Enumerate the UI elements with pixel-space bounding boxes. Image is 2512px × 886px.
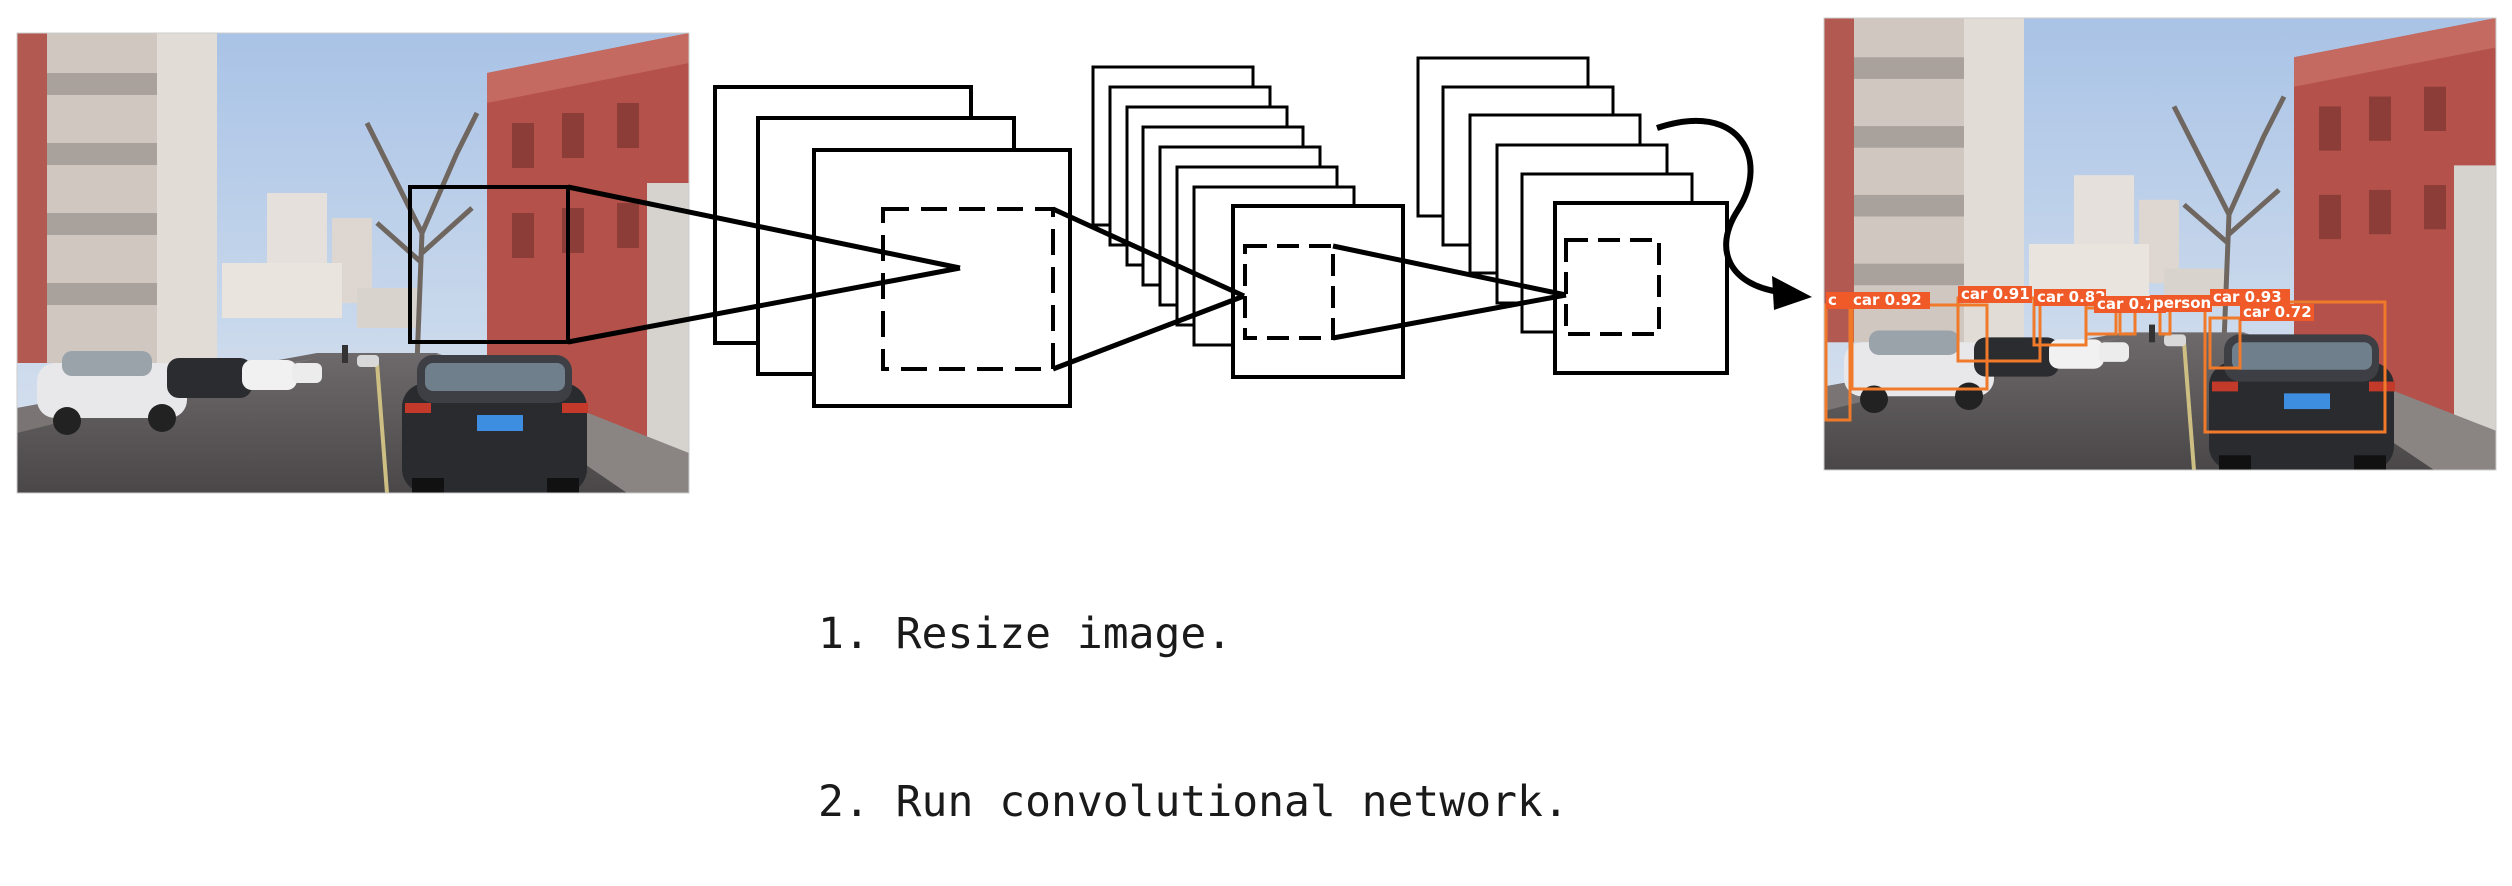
projection-lines-1 [567,184,961,345]
layer-group-3 [1416,56,1729,375]
input-selection-window [408,185,570,344]
detection-box [2208,316,2242,370]
output-arrowhead-icon [1772,276,1812,310]
detection-label: car 0.91 [1961,285,2030,303]
detection-label: car 0.92 [1853,291,1922,309]
pipeline-steps: 1. Resize image. 2. Run convolutional ne… [818,494,1718,886]
detection-label: person [2153,294,2211,312]
input-image [16,32,690,494]
detection-label: car 0.72 [2243,303,2312,321]
detection-label: car 0.77 [2097,295,2166,313]
layer2-dashed-window [1243,244,1335,340]
output-image [1823,17,2497,471]
layer-group-2 [1091,65,1405,379]
detection-label: car 0.82 [2037,288,2106,306]
detection-label-partial: c [1828,291,1837,309]
yolo-pipeline-diagram: c car 0.92 car 0.91 car 0.82 car 0.77 pe… [16,17,2497,494]
step-2-text: 2. Run convolutional network. [818,777,1569,827]
step-1-text: 1. Resize image. [818,609,1233,659]
output-arrow [1656,117,1781,295]
layer3-dashed-window [1564,238,1661,336]
projection-lines-2 [1051,206,1246,372]
layer-group-1 [713,85,1072,408]
projection-lines-3 [1332,243,1567,341]
detection-labels: c car 0.92 car 0.91 car 0.82 car 0.77 pe… [1826,285,2314,321]
layer1-dashed-window [881,207,1055,371]
detection-box [2203,300,2387,434]
detection-label: car 0.93 [2213,288,2282,306]
